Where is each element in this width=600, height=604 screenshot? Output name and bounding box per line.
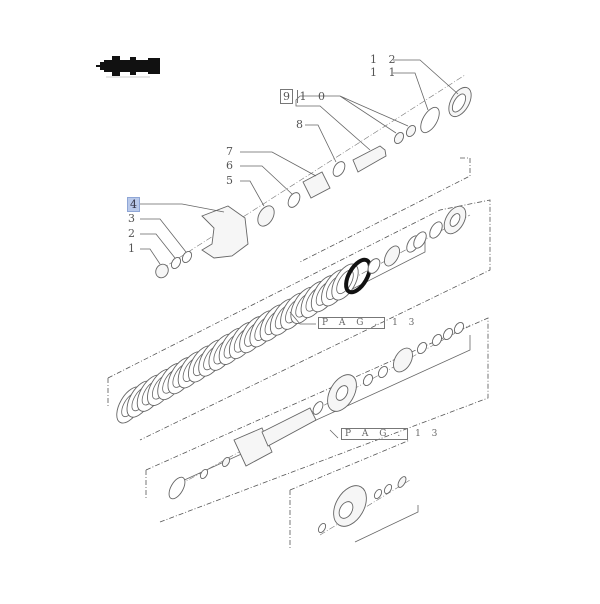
part-11-snap-ring <box>420 106 440 134</box>
callout-11[interactable]: 1 1 <box>370 66 400 79</box>
callout-9[interactable]: 9 <box>280 89 293 104</box>
thumbnail-assembly-icon <box>96 56 160 78</box>
callout-7[interactable]: 7 <box>226 145 237 158</box>
callout-9-10-group: 9 1 0 <box>280 89 329 104</box>
callout-10[interactable]: 1 0 <box>296 90 329 103</box>
callout-12[interactable]: 1 2 <box>370 53 400 66</box>
part-12-gear <box>448 86 472 118</box>
page-ref-2[interactable]: P A G . 1 3 <box>341 428 442 440</box>
group-box-upper <box>299 157 471 263</box>
clutch-end-gear <box>344 257 372 295</box>
callout-5[interactable]: 5 <box>226 174 237 187</box>
part-9-shaft <box>352 145 387 173</box>
part-3-washer <box>181 250 193 264</box>
page-ref-2-label: P A G . <box>341 428 409 440</box>
part-4-yoke <box>201 205 249 259</box>
clutch-disc-pack <box>116 263 359 424</box>
part-1-nut <box>155 263 169 279</box>
part-6-ring <box>287 192 301 208</box>
part-7-sleeve <box>302 171 331 199</box>
callout-6[interactable]: 6 <box>226 159 237 172</box>
part-10-bushing-a <box>405 124 417 138</box>
callout-3[interactable]: 3 <box>128 212 139 225</box>
group-box-shaft <box>145 317 489 523</box>
callout-4-highlighted[interactable]: 4 <box>127 197 140 212</box>
part-8-ring <box>332 161 346 177</box>
group-box-clutch <box>107 199 491 441</box>
page-ref-1-label: P A G . <box>318 317 386 329</box>
page-ref-1-number: 1 3 <box>392 318 419 328</box>
callout-8[interactable]: 8 <box>296 118 307 131</box>
group-box-hub <box>289 439 411 550</box>
callout-2[interactable]: 2 <box>128 227 139 240</box>
part-10-bushing-b <box>393 131 405 145</box>
page-ref-2-number: 1 3 <box>415 429 442 439</box>
part-5-bearing <box>257 205 275 227</box>
callout-1[interactable]: 1 <box>128 242 139 255</box>
page-ref-1[interactable]: P A G . 1 3 <box>318 317 419 329</box>
part-2-washer <box>170 256 182 270</box>
